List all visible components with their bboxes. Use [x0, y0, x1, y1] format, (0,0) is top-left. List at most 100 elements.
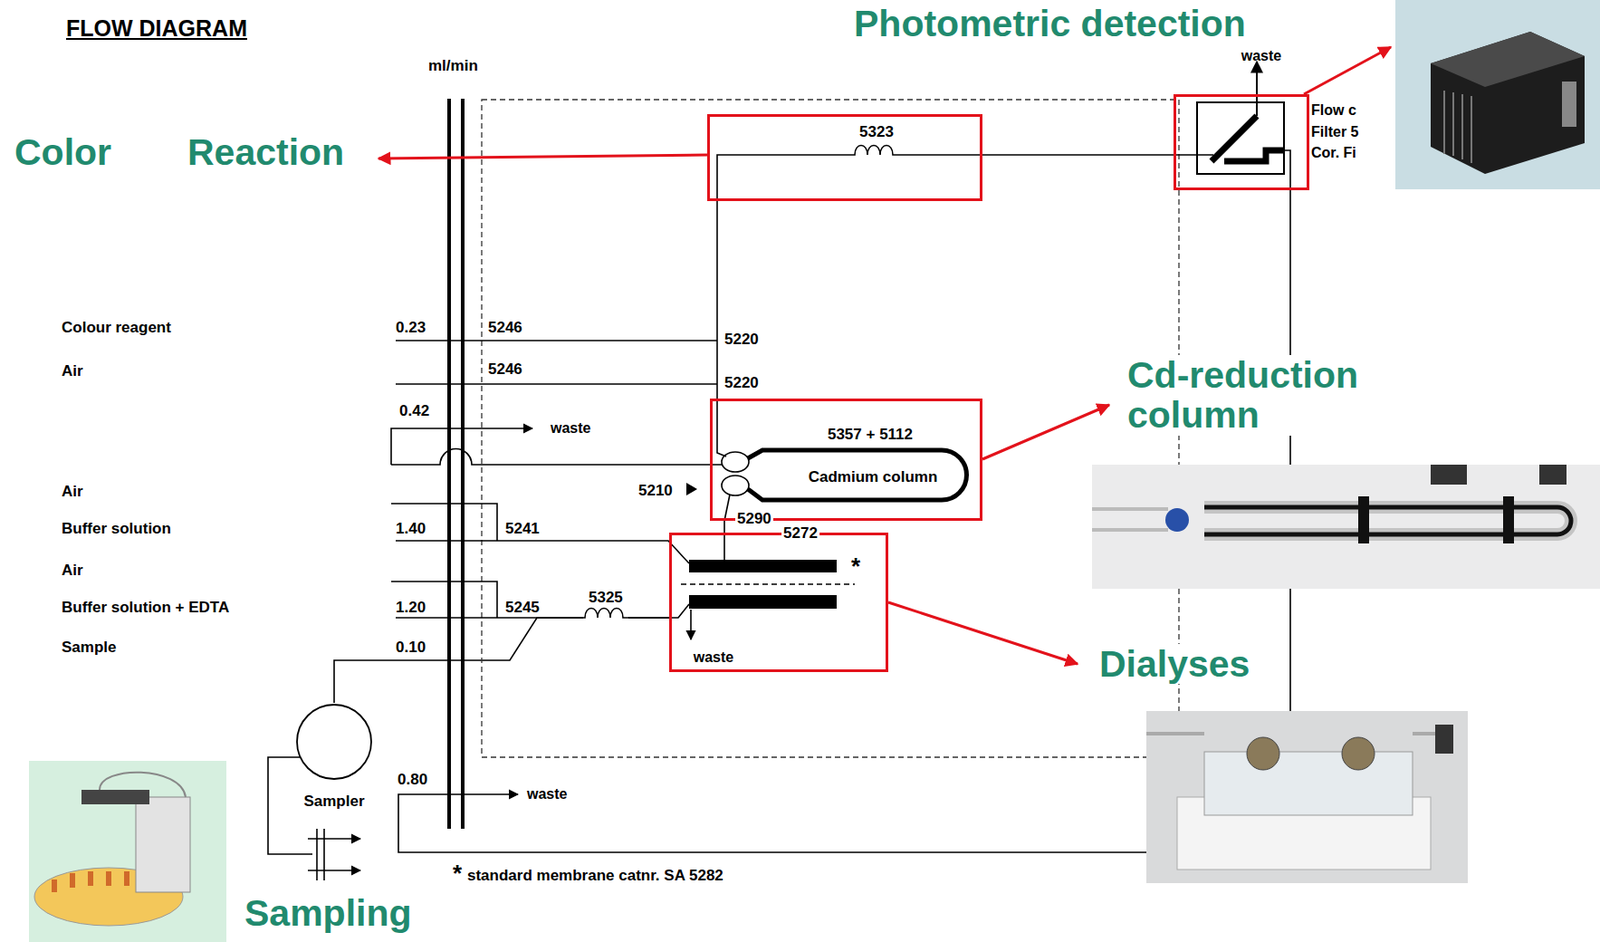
air-line	[391, 503, 498, 541]
dialyser-plate	[689, 559, 837, 573]
flow-rate: 0.42	[399, 402, 430, 420]
section-label: Cd-reduction column	[1125, 354, 1401, 436]
clamp	[1430, 464, 1467, 485]
clamp	[1358, 496, 1370, 544]
fitting	[1165, 507, 1189, 532]
reagent-line	[395, 339, 718, 342]
detector-fins	[1444, 90, 1472, 163]
clamp	[1503, 496, 1514, 544]
tubing	[1146, 731, 1449, 736]
waste-label: waste	[693, 649, 734, 665]
mixing-coil	[851, 145, 897, 156]
wash-symbol	[316, 828, 318, 881]
sampler-circle	[297, 704, 372, 779]
part-number: 5210	[638, 482, 673, 499]
section-label: Sampling	[242, 892, 414, 933]
pull-off-line	[391, 428, 533, 465]
part-number: 5246	[488, 361, 523, 378]
knob	[1341, 737, 1375, 770]
coil-number: 5323	[859, 124, 894, 141]
waste-label: waste	[526, 785, 567, 802]
knob	[1246, 737, 1280, 770]
flow-line	[982, 153, 1174, 156]
section-label: Color	[12, 132, 114, 173]
waste-label: waste	[550, 420, 591, 436]
glass-tube	[1204, 507, 1572, 535]
flow-line	[716, 201, 719, 399]
flow-line	[1173, 153, 1214, 156]
detector-plug	[1561, 81, 1577, 127]
stream-name: Buffer solution	[61, 520, 172, 537]
waste-arrow	[689, 609, 692, 640]
pump-tube	[460, 98, 465, 829]
section-label: Reaction	[185, 132, 346, 173]
part-number: 5357 + 5112	[827, 426, 913, 443]
callout-arrow	[378, 154, 708, 159]
photo-dialyser	[1146, 710, 1468, 883]
footnote-mark: *	[851, 553, 861, 579]
mixing-coil	[583, 608, 629, 619]
footnote: standard membrane catnr. SA 5282	[467, 867, 724, 884]
waste-arrow	[1255, 61, 1258, 116]
part-number: 5272	[781, 525, 820, 542]
connector-symbol	[686, 482, 698, 496]
flow-rate: 0.80	[397, 771, 428, 788]
stream-name: Sample	[61, 639, 116, 656]
part-number: 5220	[724, 331, 759, 348]
coil-mask	[851, 141, 897, 158]
cadmium-tube	[747, 450, 968, 500]
pull-off-line	[391, 449, 722, 466]
membrane	[680, 583, 855, 585]
photo-sampler	[28, 760, 227, 942]
part-number: 5220	[724, 374, 759, 392]
sampler-label: Sampler	[303, 793, 365, 810]
unit-label: ml/min	[428, 57, 479, 75]
pump-tube	[447, 98, 451, 829]
section-label: Dialyses	[1097, 643, 1252, 684]
stream-name: Colour reagent	[61, 319, 172, 336]
flow-rate: 0.23	[395, 319, 426, 336]
flow-line	[724, 494, 730, 521]
photo-ground	[1092, 464, 1600, 589]
debubbler	[721, 475, 749, 496]
column-name: Cadmium column	[808, 469, 939, 486]
wash-arrow	[307, 869, 361, 872]
part-number: 5241	[505, 520, 540, 537]
clamp	[1539, 464, 1567, 485]
flow-cell	[1197, 102, 1284, 174]
flow-line	[717, 398, 727, 457]
flow-rate: 1.20	[395, 599, 426, 616]
flow-cell-symbol	[1224, 150, 1284, 162]
stream-name: Air	[61, 483, 84, 500]
sampler-tower	[135, 796, 191, 892]
column-tube	[1204, 507, 1572, 535]
buffer-line	[395, 616, 587, 619]
part-number: 5246	[488, 319, 523, 336]
photo-ground	[1395, 0, 1600, 190]
flow-cell-symbol	[1211, 115, 1257, 162]
dialyser-block	[1204, 751, 1413, 815]
part-number: 5245	[505, 599, 540, 616]
callout-arrow	[888, 602, 1078, 664]
callout-arrow	[1303, 47, 1391, 95]
section-label: Photometric detection	[852, 3, 1248, 44]
photo-photometer	[1395, 0, 1600, 190]
dialyser-plate	[689, 594, 837, 609]
stream-name: Air	[61, 363, 84, 380]
sampler-arm	[81, 789, 150, 805]
flow-rate: 0.10	[395, 639, 426, 656]
waste-label: waste	[1241, 47, 1282, 64]
wash-arrow	[307, 837, 361, 840]
debubbler	[721, 451, 749, 472]
photo-ground	[1146, 710, 1468, 883]
flow-line	[723, 532, 726, 560]
manifold-outline	[481, 99, 1179, 757]
detector-top	[1430, 31, 1585, 87]
footnote-mark: *	[452, 860, 462, 886]
detector-box: waste	[1173, 94, 1310, 191]
buffer-line	[395, 540, 690, 564]
wash-symbol	[323, 828, 326, 881]
flow-line	[717, 154, 983, 202]
part-number: 5325	[588, 589, 623, 606]
photo-caption: Flow c	[1311, 102, 1357, 118]
